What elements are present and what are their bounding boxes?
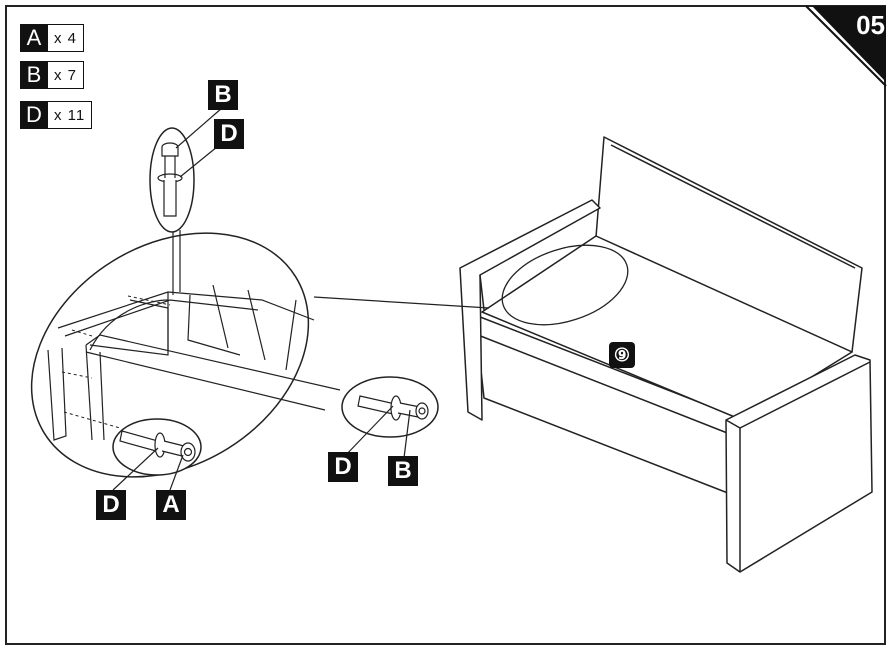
legend-count: x 7 (48, 61, 85, 89)
legend-row-d: D x 11 (20, 101, 93, 129)
legend-count: x 11 (48, 101, 93, 129)
joint-detail-frame (47, 230, 341, 441)
right-bolt-assembly (357, 395, 429, 421)
sofa-detail-ellipse (501, 244, 629, 326)
legend-row-b: B x 7 (20, 61, 85, 89)
callout-right-b: B (388, 456, 418, 486)
legend-row-a: A x 4 (20, 24, 85, 52)
part-number-badge: ⑨ (609, 342, 635, 368)
step-corner-edge (805, 5, 887, 87)
page-frame (5, 5, 886, 645)
sofa-seat (481, 235, 853, 421)
legend-count: x 4 (48, 24, 85, 52)
joint-detail-ellipse (30, 232, 310, 478)
step-number: 05 (856, 10, 885, 40)
sofa-drawing (459, 136, 873, 573)
legend-key: B (20, 61, 48, 89)
legend-key: D (20, 101, 48, 129)
callout-right-d: D (328, 452, 358, 482)
bottom-bolt-assembly (119, 430, 196, 462)
dashed-bolt-lines (61, 295, 171, 429)
callout-bottom-a: A (156, 490, 186, 520)
callout-top-d: D (214, 119, 244, 149)
legend-key: A (20, 24, 48, 52)
sofa-right-armrest (725, 354, 873, 573)
detail-leader-line (313, 296, 490, 309)
step-corner-tab (812, 6, 886, 82)
callout-bottom-d: D (96, 490, 126, 520)
callout-top-b: B (208, 80, 238, 110)
